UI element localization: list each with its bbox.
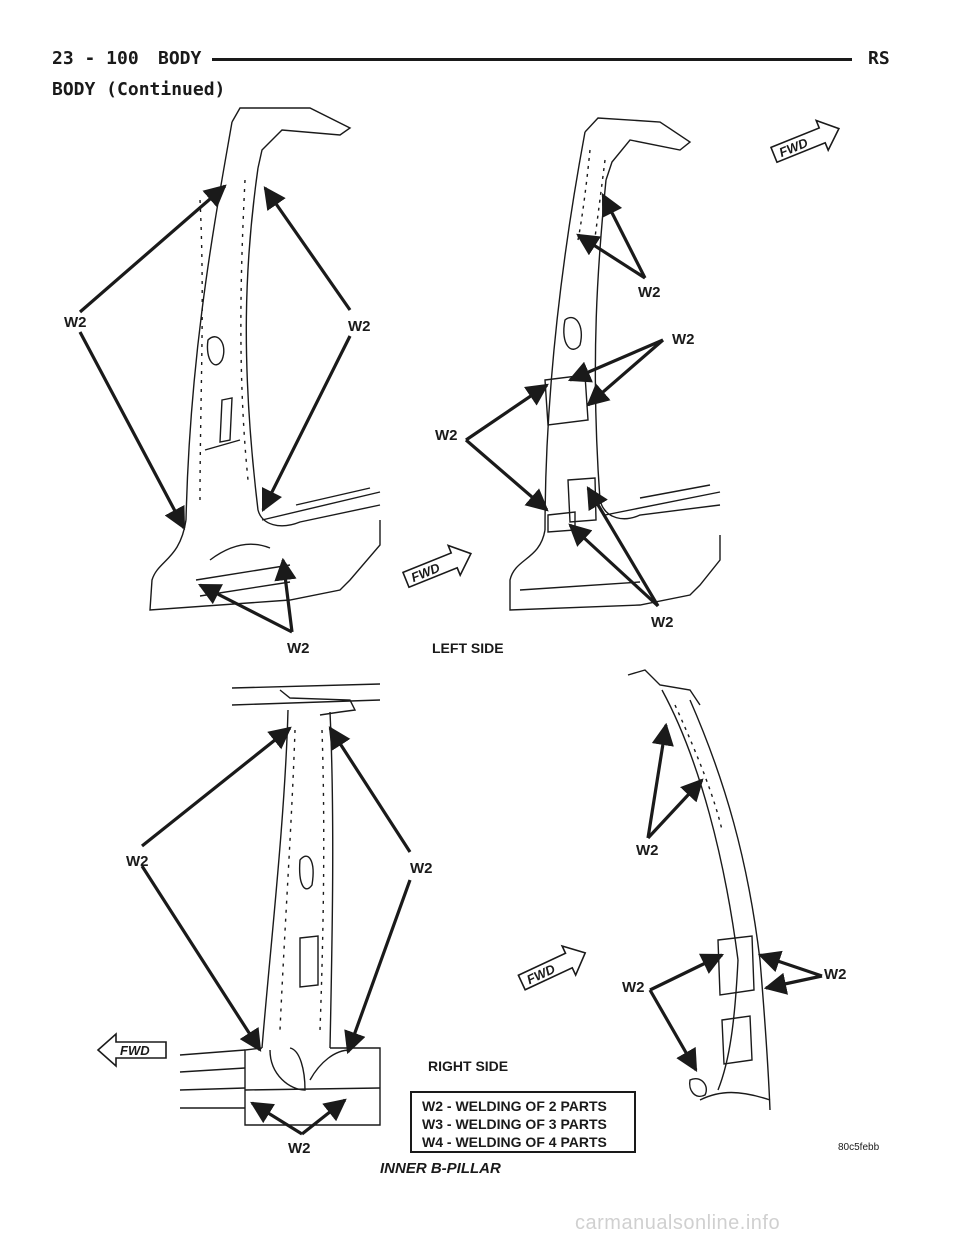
weld-legend: W2 - WELDING OF 2 PARTS W3 - WELDING OF … [410,1091,636,1153]
weld-label: W2 [824,966,847,983]
weld-label: W2 [410,860,433,877]
weld-label: W2 [287,640,310,657]
header-rule [212,58,852,61]
weld-label: W2 [126,853,149,870]
pillar-top-left [149,107,381,611]
pillar-bottom-left [179,683,381,1126]
fwd-arrow-top-middle: FWD [401,544,473,589]
legend-item: W3 - WELDING OF 3 PARTS [422,1116,607,1132]
weld-label: W2 [638,284,661,301]
figure-id: 80c5febb [838,1142,880,1153]
legend-item: W2 - WELDING OF 2 PARTS [422,1098,607,1114]
svg-text:FWD: FWD [120,1043,150,1058]
weld-label: W2 [622,979,645,996]
watermark: carmanualsonline.info [575,1212,781,1234]
left-side-label: LEFT SIDE [432,640,504,656]
pillar-bottom-right [627,669,771,1111]
weld-leader-arrows [78,184,823,1136]
model-code: RS [868,48,890,69]
weld-label: W2 [288,1140,311,1157]
weld-label: W2 [64,314,87,331]
weld-label: W2 [348,318,371,335]
fwd-arrow-bottom-middle: FWD [517,944,587,991]
fwd-arrow-bottom-left: FWD [96,1032,167,1068]
weld-label: W2 [435,427,458,444]
section-title: BODY [158,48,202,69]
fwd-arrow-top-right: FWD [769,119,841,164]
right-side-label: RIGHT SIDE [428,1058,509,1074]
figure-caption: INNER B-PILLAR [380,1160,501,1177]
continued-heading: BODY (Continued) [52,79,226,100]
weld-label: W2 [636,842,659,859]
page-number: 23 - 100 [52,48,139,69]
weld-label: W2 [651,614,674,631]
weld-label: W2 [672,331,695,348]
legend-item: W4 - WELDING OF 4 PARTS [422,1134,607,1150]
